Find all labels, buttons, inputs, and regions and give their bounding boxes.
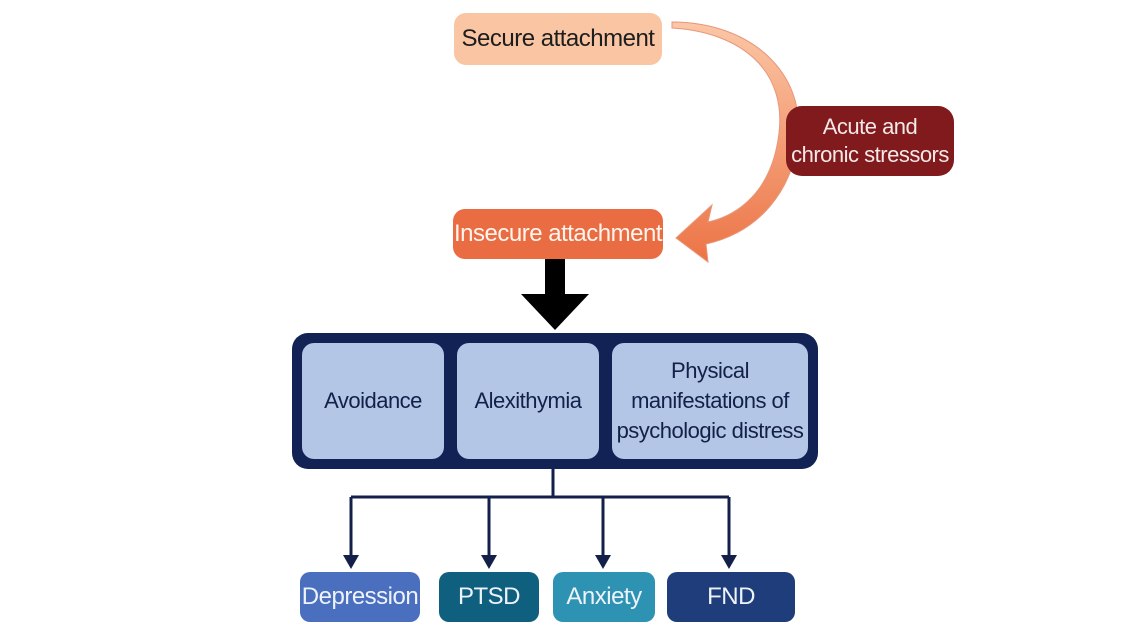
outcome-depression: Depression	[300, 572, 420, 622]
mechanisms-group: Avoidance Alexithymia Physical manifesta…	[292, 333, 818, 469]
stressors-label-line-2: chronic stressors	[791, 142, 949, 167]
mechanism-label-line-1: Physical	[671, 358, 749, 383]
outcome-label: PTSD	[457, 583, 521, 610]
mechanism-label: Avoidance	[324, 388, 422, 413]
outcome-label: Depression	[301, 583, 419, 610]
stressors-label-line-1: Acute and	[822, 114, 918, 139]
outcome-ptsd: PTSD	[439, 572, 539, 622]
outcome-label: FND	[707, 583, 755, 610]
mechanism-alexithymia: Alexithymia	[457, 343, 599, 459]
stressors-node: Acute and chronic stressors	[786, 106, 954, 176]
mechanism-label: Alexithymia	[474, 388, 582, 413]
insecure-to-mechanisms-arrow-head	[521, 294, 589, 330]
insecure-to-mechanisms-arrow-shaft	[545, 259, 565, 295]
outcome-label: Anxiety	[566, 583, 642, 610]
mechanism-avoidance: Avoidance	[302, 343, 444, 459]
arrowhead-anxiety	[595, 555, 611, 569]
arrowhead-depression	[343, 555, 359, 569]
outcome-connectors	[349, 469, 731, 556]
outcome-anxiety: Anxiety	[553, 572, 655, 622]
outcome-fnd: FND	[667, 572, 795, 622]
mechanism-physical-manifestations: Physical manifestations of psychologic d…	[612, 343, 808, 459]
secure-attachment-label: Secure attachment	[461, 25, 655, 52]
insecure-attachment-node: Insecure attachment	[453, 209, 663, 259]
arrowhead-ptsd	[481, 555, 497, 569]
stressor-curved-arrow	[671, 21, 800, 264]
secure-attachment-node: Secure attachment	[454, 13, 662, 65]
insecure-attachment-label: Insecure attachment	[454, 220, 662, 247]
arrowhead-fnd	[721, 555, 737, 569]
mechanism-label-line-3: psychologic distress	[616, 418, 804, 443]
mechanism-label-line-2: manifestations of	[631, 388, 789, 413]
